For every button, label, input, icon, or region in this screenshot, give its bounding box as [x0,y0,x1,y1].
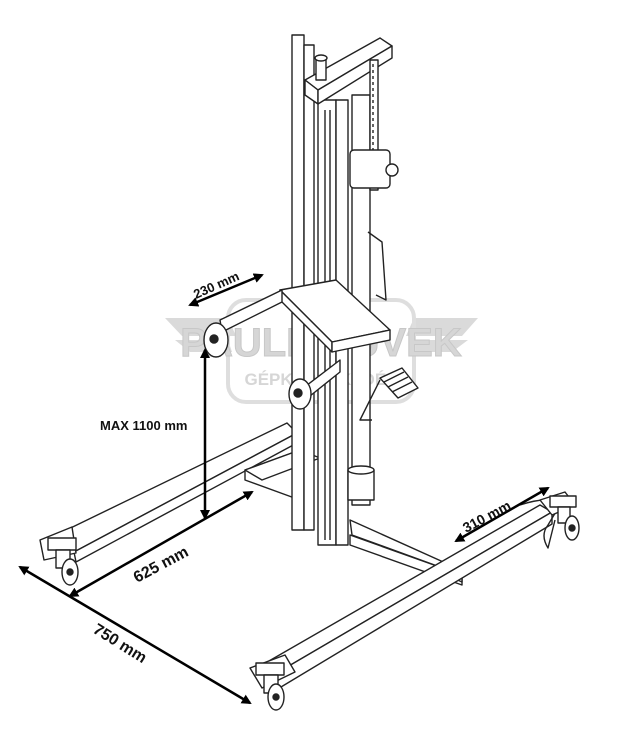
right-wing-shape [406,318,478,352]
dimension-arrows [18,273,550,705]
top-crosshead [304,37,393,105]
caster-front-right [255,662,285,711]
side-handle [367,231,387,301]
lifter-drawing [39,34,580,711]
caster-front-left [47,537,79,586]
hydraulic-cylinder [347,59,399,506]
inner-length-label: 625 mm [131,544,192,587]
foot-pedal [359,367,419,421]
outer-length-label: 750 mm [90,621,150,667]
caster-back-right [549,495,580,541]
max-height-label: MAX 1100 mm [100,418,187,433]
pad-width-label: 230 mm [191,268,241,301]
wheel-offset-arrow [454,486,550,543]
pad-width-arrow [188,273,264,307]
outer-length-arrow [18,565,252,705]
